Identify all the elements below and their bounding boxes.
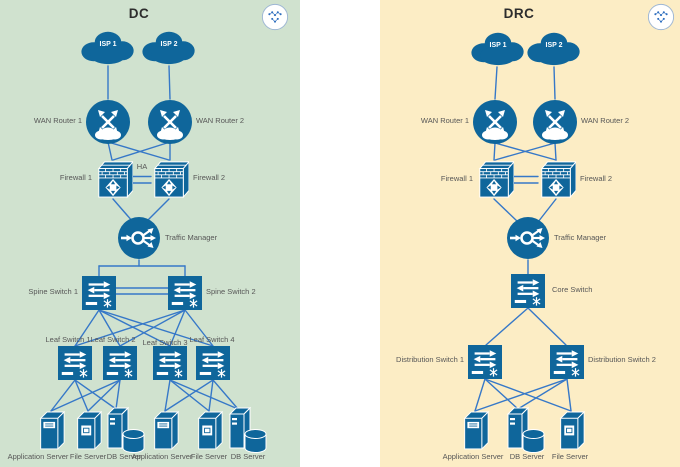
drc-app-server-icon [462, 410, 489, 450]
dc-leaf-switch4-icon [196, 346, 230, 380]
dc-leaf-switch1-label: Leaf Switch 1 [45, 335, 91, 344]
drc-wan-router1-label: WAN Router 1 [420, 116, 469, 125]
dc-isp2-label: ISP 2 [160, 41, 178, 48]
dc-db-server2-icon [228, 406, 268, 454]
drc-wan-router1-icon [472, 99, 518, 145]
drc-db-server-icon [506, 406, 546, 454]
dc-wan-router2-label: WAN Router 2 [196, 116, 245, 125]
network-logo-icon [647, 3, 675, 31]
drc-title: DRC [503, 6, 535, 21]
drc-dist-switch2-icon [550, 345, 584, 379]
drc-dist-switch2-label: Distribution Switch 2 [588, 355, 656, 364]
dc-spine-switch1-icon [82, 276, 116, 310]
dc-firewall2-icon [151, 159, 189, 199]
dc-isp1-cloud: ISP 1 [79, 28, 137, 66]
dc-leaf-switch4-label: Leaf Switch 4 [189, 335, 235, 344]
dc-leaf-switch3-label: Leaf Switch 3 [142, 338, 188, 347]
network-logo-icon [261, 3, 289, 31]
drc-core-switch-icon [511, 274, 545, 308]
dc-leaf-switch2-label: Leaf Switch 2 [90, 335, 136, 344]
drc-file-server-label: File Server [551, 452, 589, 461]
drc-db-server-label: DB Server [509, 452, 545, 461]
dc-leaf-switch2-icon [103, 346, 137, 380]
dc-traffic-manager-label: Traffic Manager [165, 233, 218, 242]
dc-spine-switch2-icon [168, 276, 202, 310]
dc-ha-label: HA [136, 162, 148, 171]
dc-file-server2-label: File Server [190, 452, 228, 461]
dc-wan-router1-icon [85, 99, 131, 145]
dc-wan-router2-icon [147, 99, 193, 145]
drc-core-switch-label: Core Switch [552, 285, 593, 294]
dc-panel: DC ISP 1 ISP 2 WAN Router 1 WAN Router 2… [0, 0, 300, 467]
drc-connection-lines [474, 66, 572, 412]
drc-dist-switch1-label: Distribution Switch 1 [396, 355, 464, 364]
drc-isp2-cloud: ISP 2 [525, 29, 583, 67]
drc-dist-switch1-icon [468, 345, 502, 379]
dc-isp2-cloud: ISP 2 [140, 28, 198, 66]
dc-title: DC [128, 6, 150, 21]
dc-spine-switch2-label: Spine Switch 2 [206, 287, 256, 296]
dc-db-server1-icon [106, 406, 146, 454]
drc-firewall2-icon [538, 159, 576, 199]
dc-leaf-switch3-icon [153, 346, 187, 380]
drc-wan-router2-label: WAN Router 2 [581, 116, 630, 125]
dc-app-server2-icon [152, 410, 179, 450]
dc-db-server2-label: DB Server [230, 452, 266, 461]
drc-isp2-label: ISP 2 [545, 42, 563, 49]
drc-wan-router2-icon [532, 99, 578, 145]
drc-panel: DRC ISP 1 ISP 2 WAN Router 1 WAN Router … [380, 0, 680, 467]
dc-firewall2-label: Firewall 2 [193, 173, 226, 182]
drc-firewall1-label: Firewall 1 [440, 174, 473, 183]
dc-firewall1-label: Firewall 1 [59, 173, 92, 182]
dc-connection-lines [50, 65, 239, 412]
dc-traffic-manager-icon [117, 216, 161, 260]
dc-app-server1-icon [38, 410, 65, 450]
dc-leaf-switch1-icon [58, 346, 92, 380]
drc-firewall2-label: Firewall 2 [580, 174, 613, 183]
dc-isp1-label: ISP 1 [99, 41, 117, 48]
drc-isp1-cloud: ISP 1 [469, 29, 527, 67]
dc-wan-router1-label: WAN Router 1 [33, 116, 82, 125]
drc-app-server-label: Application Server [442, 452, 504, 461]
drc-traffic-manager-label: Traffic Manager [554, 233, 607, 242]
dc-spine-switch1-label: Spine Switch 1 [28, 287, 78, 296]
dc-app-server2-label: Application Server [131, 452, 193, 461]
dc-file-server2-icon [196, 410, 223, 450]
drc-traffic-manager-icon [506, 216, 550, 260]
dc-file-server1-icon [75, 410, 102, 450]
dc-file-server1-label: File Server [69, 452, 107, 461]
dc-db-server1-label: DB Server [106, 452, 142, 461]
drc-file-server-icon [558, 410, 585, 450]
drc-firewall1-icon [476, 159, 514, 199]
drc-isp1-label: ISP 1 [489, 42, 507, 49]
dc-app-server1-label: Application Server [7, 452, 69, 461]
